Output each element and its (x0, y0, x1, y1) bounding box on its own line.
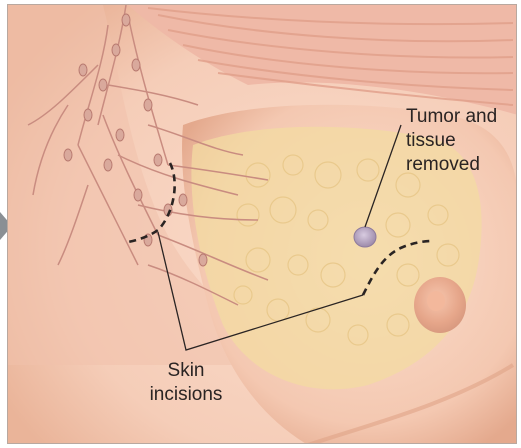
illustration-frame: Tumor and tissue removed Skin incisions (7, 4, 517, 444)
tumor-label: Tumor and tissue removed (406, 105, 497, 177)
tumor-label-line-3: removed (406, 153, 497, 177)
breast-illustration (8, 5, 517, 444)
tumor-label-line-2: tissue (406, 129, 497, 153)
tumor-label-line-1: Tumor and (406, 105, 497, 129)
skin-incisions-label: Skin incisions (141, 359, 231, 407)
nipple (427, 291, 445, 311)
tumor (354, 227, 376, 247)
skin-label-line-2: incisions (141, 383, 231, 407)
skin-label-line-1: Skin (141, 359, 231, 383)
